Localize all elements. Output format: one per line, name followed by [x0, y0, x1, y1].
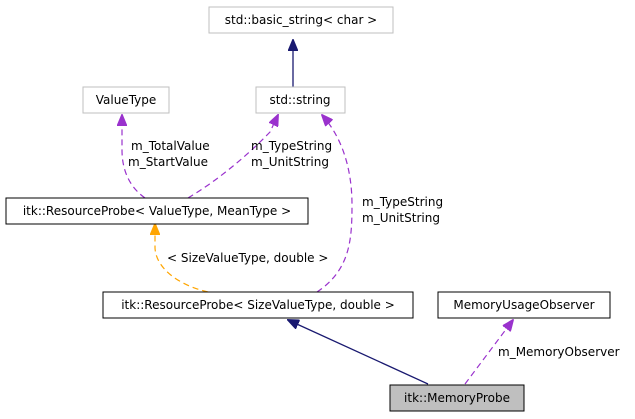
label-template-args: < SizeValueType, double >	[167, 251, 328, 265]
node-resource-probe-instance[interactable]: itk::ResourceProbe< SizeValueType, doubl…	[102, 291, 414, 319]
node-std-string[interactable]: std::string	[255, 86, 346, 114]
edges	[122, 40, 513, 385]
edge-instance-to-string	[316, 115, 353, 293]
node-resource-probe-template[interactable]: itk::ResourceProbe< ValueType, MeanType …	[5, 197, 309, 225]
edge-memoryprobe-to-observer	[464, 320, 513, 385]
node-memory-probe[interactable]: itk::MemoryProbe	[389, 384, 525, 412]
node-std-string-label: std::string	[269, 93, 330, 107]
edge-memoryprobe-to-instance	[288, 320, 429, 385]
label-total-value: m_TotalValue	[131, 139, 210, 153]
node-basic-string[interactable]: std::basic_string< char >	[208, 6, 394, 34]
node-basic-string-label: std::basic_string< char >	[225, 13, 378, 27]
label-type-string-right: m_TypeString	[362, 195, 443, 209]
edge-labels: m_TotalValue m_StartValue m_TypeString m…	[128, 139, 620, 359]
label-type-string-left: m_TypeString	[251, 139, 332, 153]
label-memory-observer: m_MemoryObserver	[498, 345, 620, 359]
node-memory-usage-observer[interactable]: MemoryUsageObserver	[437, 291, 611, 319]
label-unit-string-right: m_UnitString	[362, 211, 440, 225]
edge-instance-to-template	[155, 224, 209, 293]
label-start-value: m_StartValue	[128, 155, 208, 169]
edge-probe-to-string	[187, 115, 278, 199]
node-resource-probe-instance-label: itk::ResourceProbe< SizeValueType, doubl…	[121, 298, 395, 312]
node-memory-usage-observer-label: MemoryUsageObserver	[453, 298, 594, 312]
node-value-type-label: ValueType	[96, 93, 157, 107]
node-resource-probe-template-label: itk::ResourceProbe< ValueType, MeanType …	[23, 204, 291, 218]
edge-probe-to-valuetype	[122, 115, 146, 199]
label-unit-string-left: m_UnitString	[251, 155, 329, 169]
node-memory-probe-label: itk::MemoryProbe	[404, 391, 510, 405]
node-value-type[interactable]: ValueType	[82, 86, 170, 114]
